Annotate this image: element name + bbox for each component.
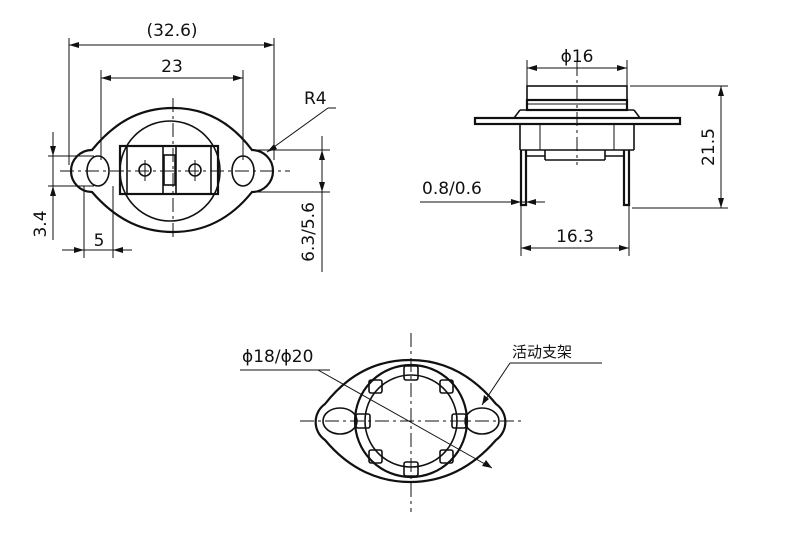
edge-label: 5 (94, 231, 105, 251)
side-view: ϕ16 21.5 0.8/0.6 16.3 (420, 47, 728, 256)
bottom-flange-outline (314, 358, 507, 484)
bottom-right-hole (464, 407, 500, 435)
body-dia-label: ϕ18/ϕ20 (242, 347, 313, 367)
hole-dia-label: 3.4 (31, 210, 51, 237)
tab-upper-left (368, 379, 383, 394)
thickness-label: 0.8/0.6 (422, 179, 482, 199)
radius-label: R4 (304, 89, 327, 109)
overall-width-label: (32.6) (146, 21, 197, 41)
tab-lower-right (439, 449, 454, 464)
mount-height-label: 6.3/5.6 (299, 202, 319, 262)
terminal-spacing-label: 16.3 (556, 227, 594, 247)
terminal-block (118, 144, 220, 196)
movable-bracket-label: 活动支架 (512, 343, 572, 361)
cap-dia-label: ϕ16 (561, 47, 594, 67)
total-height-label: 21.5 (699, 128, 719, 166)
right-terminal (622, 150, 631, 207)
top-view: (32.6) 23 R4 3.4 5 6.3/5.6 (31, 21, 336, 272)
tab-lower-left (368, 449, 383, 464)
bottom-view: ϕ18/ϕ20 活动支架 (240, 333, 602, 512)
tab-upper-right (439, 379, 454, 394)
left-terminal (519, 150, 528, 207)
hole-spacing-label: 23 (161, 57, 183, 77)
center-insulator (163, 154, 176, 186)
